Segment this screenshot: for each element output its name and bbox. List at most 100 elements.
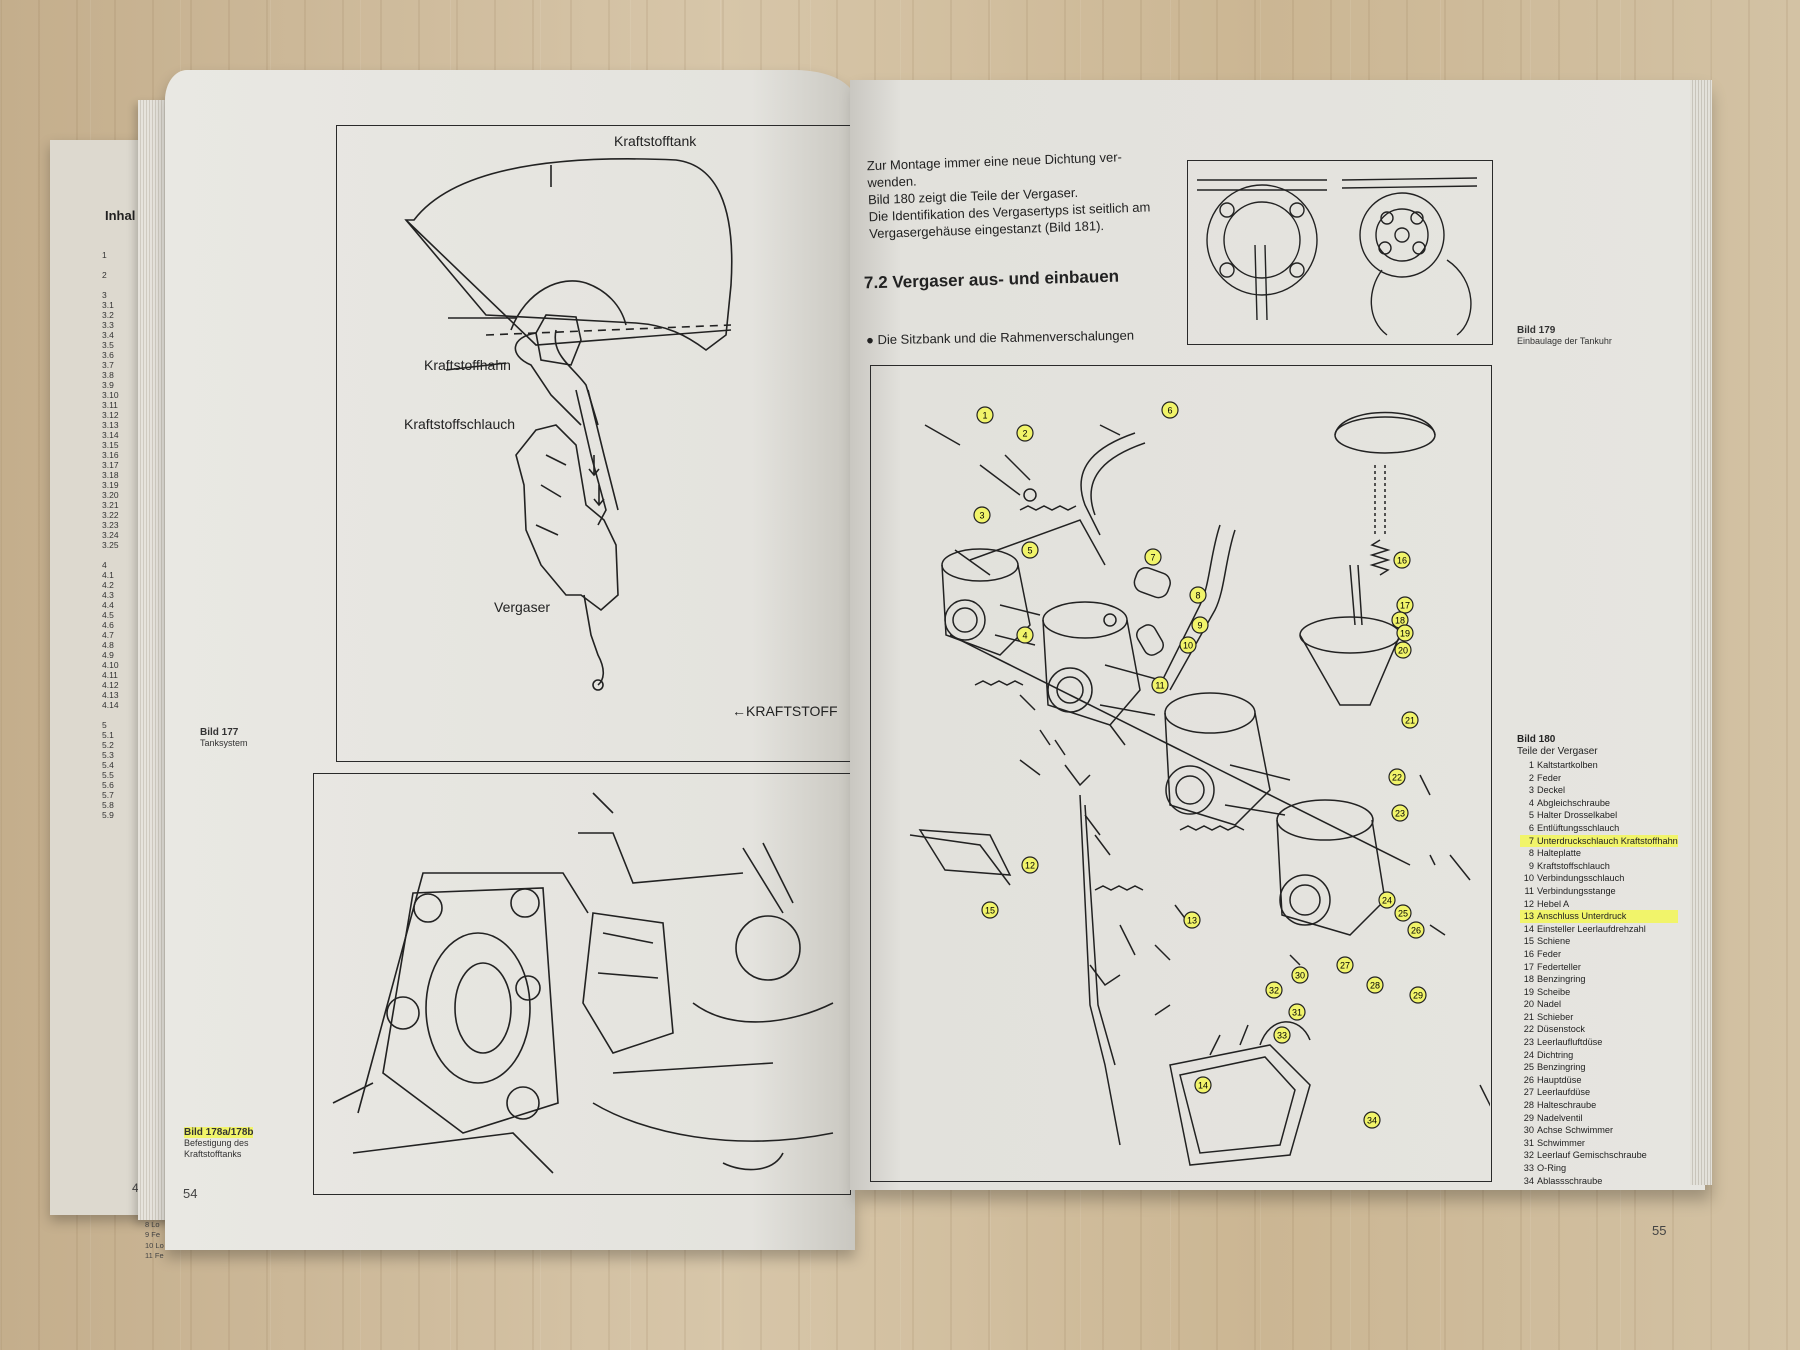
underlying-section-number: 3.4 <box>102 330 114 340</box>
legend-item-number: 26 <box>1523 1074 1534 1085</box>
underlying-section-number: 5.7 <box>102 790 114 800</box>
underlying-section-number: 4.5 <box>102 610 114 620</box>
legend-item-number: 12 <box>1523 898 1534 909</box>
callout-number: 29 <box>1413 991 1423 1001</box>
legend-item-number: 1 <box>1528 760 1534 770</box>
callout-6: 6 <box>1161 401 1179 419</box>
label-kraftstoffhahn: Kraftstoffhahn <box>424 357 511 373</box>
callout-31: 31 <box>1288 1003 1306 1021</box>
callout-number: 25 <box>1398 909 1408 919</box>
legend-item-number: 34 <box>1523 1175 1534 1186</box>
callout-group: 1234567891011121314151617181920212223242… <box>973 401 1427 1129</box>
callout-number: 10 <box>1183 641 1193 651</box>
underlying-section-number: 4.8 <box>102 640 114 650</box>
callout-21: 21 <box>1401 711 1419 729</box>
underlying-section-number: 3.14 <box>102 430 119 440</box>
figure-178-caption-title: Bild 178a/178b <box>184 1127 254 1138</box>
callout-number: 9 <box>1197 621 1202 631</box>
underlying-section-number: 4.12 <box>102 680 119 690</box>
underlying-section-number: 5.2 <box>102 740 114 750</box>
legend-item-name: O-Ring <box>1537 1163 1567 1173</box>
legend-item-number: 17 <box>1523 961 1534 972</box>
legend-item-number: 16 <box>1523 948 1534 959</box>
carburetor-exploded-drawing: 1234567891011121314151617181920212223242… <box>909 401 1490 1166</box>
legend-item-name: Leerlaufluftdüse <box>1537 1037 1603 1048</box>
underlying-section-number: 4.7 <box>102 630 114 640</box>
legend-item-number: 2 <box>1528 772 1534 783</box>
figure-177-caption-title: Bild 177 <box>200 727 239 738</box>
callout-number: 28 <box>1370 981 1380 991</box>
callout-13: 13 <box>1183 911 1201 929</box>
fuel-tank-drawing <box>404 158 733 691</box>
legend-item-number: 30 <box>1523 1125 1534 1136</box>
underlying-section-number: 4 <box>102 560 107 570</box>
callout-number: 1 <box>982 411 987 421</box>
legend-item-name: Verbindungsschlauch <box>1537 873 1625 884</box>
legend-item-number: 24 <box>1523 1049 1534 1060</box>
underlying-section-number: 4.3 <box>102 590 114 600</box>
underlying-section-number: 3.23 <box>102 520 119 530</box>
callout-17: 17 <box>1396 596 1414 614</box>
legend-item-name: Düsenstock <box>1537 1024 1586 1035</box>
figure-177-caption-text: Tanksystem <box>200 738 248 748</box>
underlying-section-number: 5.3 <box>102 750 114 760</box>
legend-item-number: 31 <box>1523 1137 1534 1148</box>
callout-number: 13 <box>1187 916 1197 926</box>
underlying-section-number: 3.6 <box>102 350 114 360</box>
underlying-section-number: 3.11 <box>102 400 118 410</box>
tank-mounting-drawing <box>332 792 834 1174</box>
underlying-section-number: 4.10 <box>102 660 119 670</box>
underlying-section-number: 4.14 <box>102 700 119 710</box>
legend-item-name: Kraftstoffschlauch <box>1537 860 1610 871</box>
legend-item-name: Verbindungsstange <box>1537 885 1616 896</box>
legend-item-name: Leerlauf Gemischschraube <box>1537 1150 1647 1161</box>
underlying-section-number <box>102 550 119 560</box>
underlying-section-number: 3.5 <box>102 340 114 350</box>
legend-item-name: Halteplatte <box>1537 848 1581 859</box>
callout-14: 14 <box>1194 1076 1212 1094</box>
figure-180-caption-text: Teile der Vergaser <box>1517 746 1598 757</box>
underlying-section-number: 3.8 <box>102 370 114 380</box>
underlying-section-number: 3.13 <box>102 420 119 430</box>
legend-item-name: Halteschraube <box>1537 1100 1597 1111</box>
label-kraftstofftank: Kraftstofftank <box>614 133 697 149</box>
legend-item-name: Federteller <box>1537 961 1581 972</box>
callout-number: 24 <box>1382 896 1392 906</box>
underlying-section-number: 4.4 <box>102 600 114 610</box>
figure-180-frame <box>870 365 1492 1182</box>
underlying-section-number: 3.15 <box>102 440 119 450</box>
callout-24: 24 <box>1378 891 1396 909</box>
callout-1: 1 <box>976 406 994 424</box>
legend-item-number: 18 <box>1523 974 1534 985</box>
underlying-section-number: 5.6 <box>102 780 114 790</box>
underlying-section-number: 1 <box>102 250 107 260</box>
legend-item-number: 21 <box>1523 1011 1534 1022</box>
legend-item-name: Nadelventil <box>1537 1112 1583 1123</box>
left-page-number: 54 <box>183 1186 198 1201</box>
underlying-section-number: 3 <box>102 290 107 300</box>
right-page-number: 55 <box>1652 1223 1667 1238</box>
underlying-section-number: 3.9 <box>102 380 114 390</box>
label-kraftstoffschlauch: Kraftstoffschlauch <box>404 416 516 432</box>
legend-item-name: Anschluss Unterdruck <box>1537 911 1627 922</box>
legend-item-number: 27 <box>1523 1087 1534 1098</box>
callout-number: 14 <box>1198 1081 1208 1091</box>
legend-item-name: Scheibe <box>1537 986 1571 997</box>
callout-number: 27 <box>1340 961 1350 971</box>
callout-number: 32 <box>1269 986 1279 996</box>
underlying-section-number: 3.18 <box>102 470 119 480</box>
callout-11: 11 <box>1151 676 1169 694</box>
callout-number: 19 <box>1400 629 1410 639</box>
